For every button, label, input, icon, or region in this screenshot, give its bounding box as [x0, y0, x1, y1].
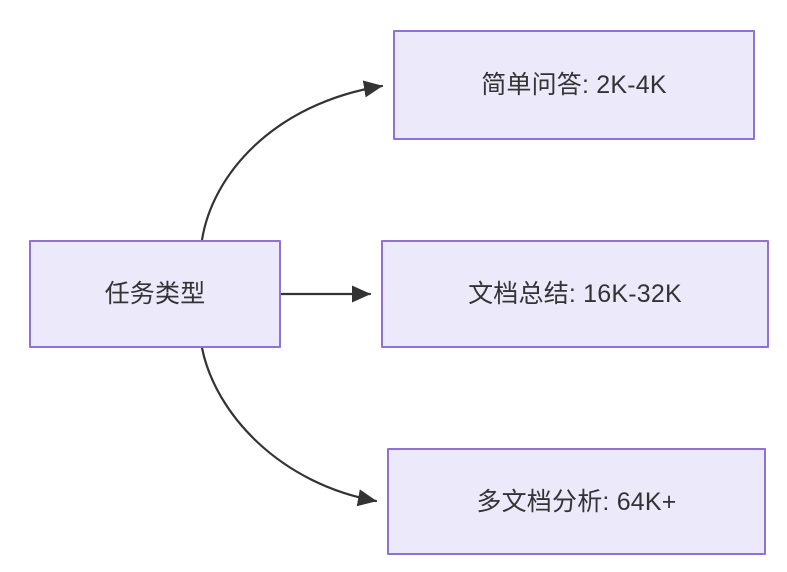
node-task-type[interactable]: 任务类型	[29, 240, 281, 348]
node-multi-document-analysis[interactable]: 多文档分析: 64K+	[387, 448, 766, 555]
edge-source-to-multidoc	[200, 346, 378, 507]
node-simple-qa[interactable]: 简单问答: 2K-4K	[393, 30, 755, 140]
edge-source-to-qa	[200, 80, 384, 242]
node-simple-qa-label: 简单问答: 2K-4K	[481, 71, 667, 99]
node-task-type-label: 任务类型	[104, 280, 206, 308]
node-document-summary-label: 文档总结: 16K-32K	[468, 280, 682, 308]
node-multi-document-analysis-label: 多文档分析: 64K+	[476, 487, 677, 516]
node-document-summary[interactable]: 文档总结: 16K-32K	[381, 240, 769, 348]
